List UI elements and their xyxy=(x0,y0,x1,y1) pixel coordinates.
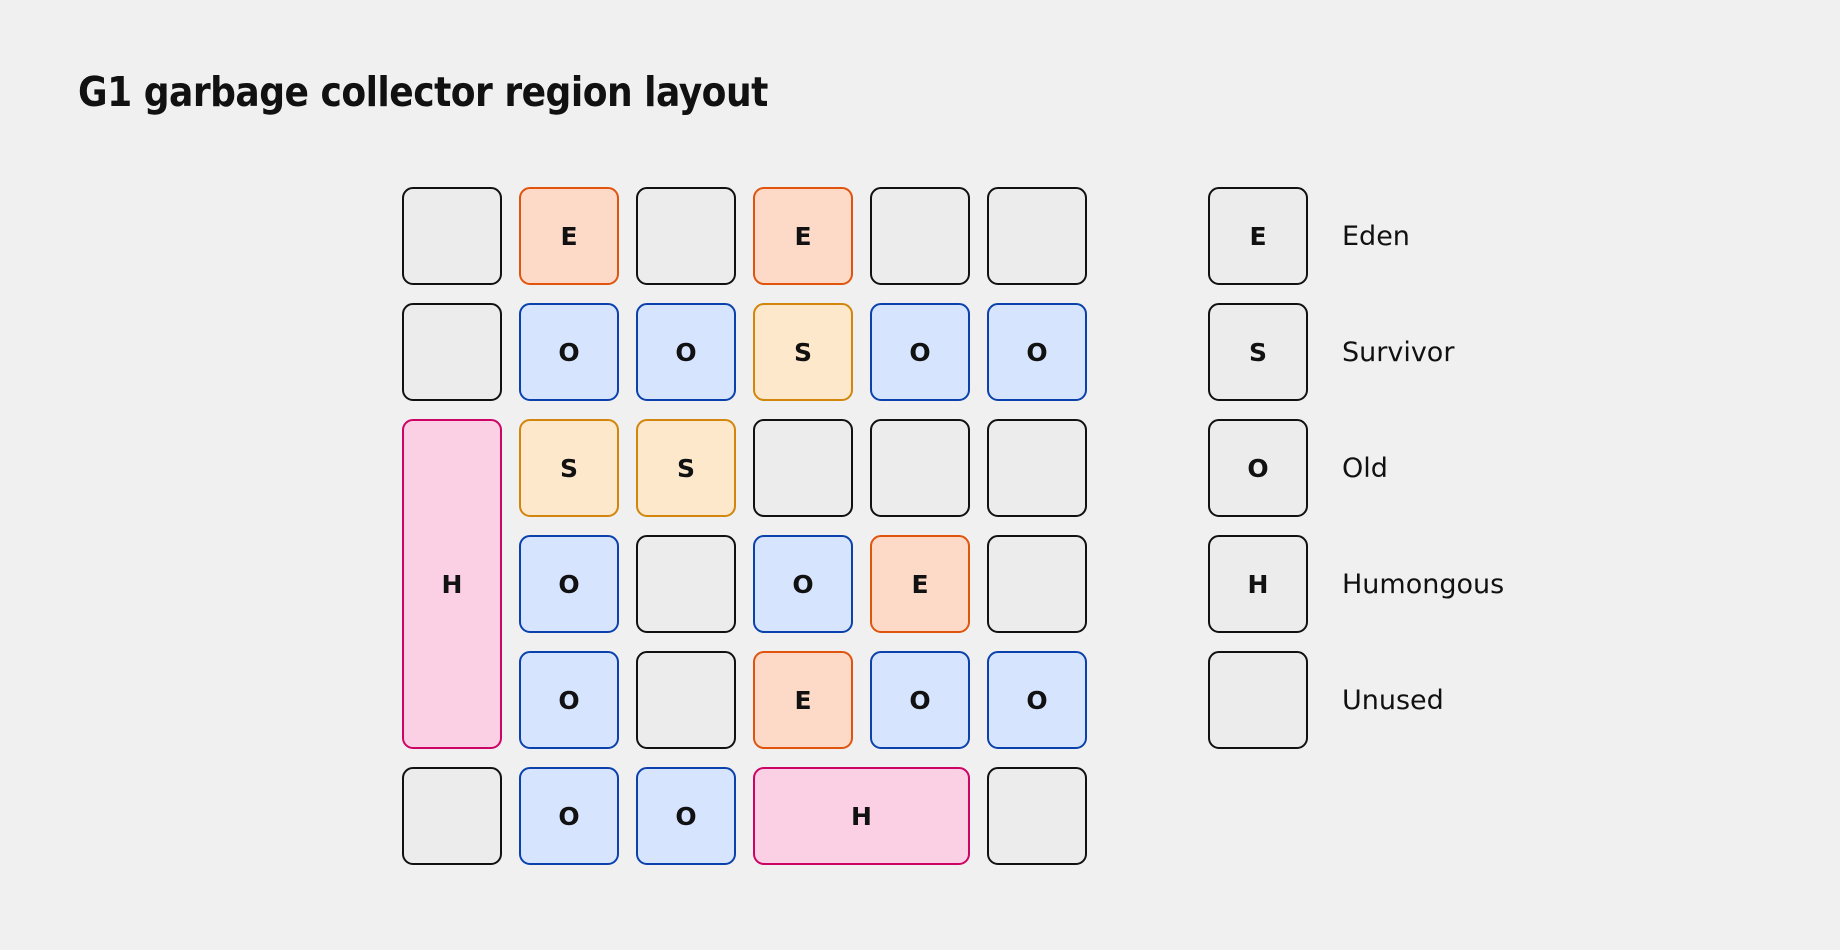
region-cell-glyph: O xyxy=(909,337,931,367)
legend-label: Old xyxy=(1342,452,1388,484)
region-cell-unused[interactable] xyxy=(987,187,1087,285)
region-cell-old[interactable]: O xyxy=(519,651,619,749)
region-cell-glyph: E xyxy=(911,569,929,599)
region-cell-unused[interactable] xyxy=(636,187,736,285)
region-cell-glyph: O xyxy=(792,569,814,599)
region-cell-survivor[interactable]: S xyxy=(753,303,853,401)
legend-swatch-glyph: O xyxy=(1247,453,1269,483)
legend-item-eden[interactable]: E Eden xyxy=(1208,187,1504,285)
region-cell-glyph: O xyxy=(675,801,697,831)
legend-label: Eden xyxy=(1342,220,1410,252)
region-cell-unused[interactable] xyxy=(987,535,1087,633)
region-cell-old[interactable]: O xyxy=(987,651,1087,749)
region-cell-glyph: H xyxy=(851,801,872,831)
legend-item-survivor[interactable]: S Survivor xyxy=(1208,303,1504,401)
region-cell-unused[interactable] xyxy=(987,767,1087,865)
legend-swatch-humongous: H xyxy=(1208,535,1308,633)
region-cell-old[interactable]: O xyxy=(519,535,619,633)
region-cell-old[interactable]: O xyxy=(987,303,1087,401)
region-cell-unused[interactable] xyxy=(870,187,970,285)
legend-swatch-unused xyxy=(1208,651,1308,749)
legend-label: Unused xyxy=(1342,684,1444,716)
region-cell-glyph: S xyxy=(559,453,578,483)
region-cell-eden[interactable]: E xyxy=(753,651,853,749)
region-cell-unused[interactable] xyxy=(402,187,502,285)
region-cell-old[interactable]: O xyxy=(519,767,619,865)
region-cell-glyph: O xyxy=(558,801,580,831)
region-cell-old[interactable]: O xyxy=(519,303,619,401)
region-cell-unused[interactable] xyxy=(753,419,853,517)
legend-item-old[interactable]: O Old xyxy=(1208,419,1504,517)
region-cell-glyph: O xyxy=(1026,685,1048,715)
region-cell-glyph: O xyxy=(558,337,580,367)
region-cell-glyph: S xyxy=(676,453,695,483)
legend-swatch-eden: E xyxy=(1208,187,1308,285)
region-cell-old[interactable]: O xyxy=(870,303,970,401)
legend-swatch-glyph: S xyxy=(1248,337,1267,367)
legend-swatch-survivor: S xyxy=(1208,303,1308,401)
region-cell-glyph: O xyxy=(909,685,931,715)
page-title: G1 garbage collector region layout xyxy=(78,68,768,116)
region-cell-eden[interactable]: E xyxy=(519,187,619,285)
region-cell-eden[interactable]: E xyxy=(870,535,970,633)
region-cell-survivor[interactable]: S xyxy=(519,419,619,517)
region-cell-old[interactable]: O xyxy=(753,535,853,633)
region-cell-glyph: S xyxy=(793,337,812,367)
region-cell-unused[interactable] xyxy=(636,651,736,749)
region-cell-old[interactable]: O xyxy=(870,651,970,749)
region-cell-unused[interactable] xyxy=(870,419,970,517)
legend-swatch-glyph: H xyxy=(1247,569,1269,599)
region-cell-old[interactable]: O xyxy=(636,303,736,401)
region-cell-humongous[interactable]: H xyxy=(402,419,502,749)
region-cell-glyph: E xyxy=(560,221,578,251)
region-cell-eden[interactable]: E xyxy=(753,187,853,285)
region-grid: E E O O S O O H S S O O E O E O O O O H xyxy=(402,187,1087,865)
region-cell-glyph: O xyxy=(558,685,580,715)
region-cell-glyph: E xyxy=(794,685,812,715)
region-cell-unused[interactable] xyxy=(402,303,502,401)
region-cell-unused[interactable] xyxy=(987,419,1087,517)
region-cell-humongous[interactable]: H xyxy=(753,767,970,865)
region-cell-glyph: O xyxy=(1026,337,1048,367)
region-cell-unused[interactable] xyxy=(636,535,736,633)
region-cell-old[interactable]: O xyxy=(636,767,736,865)
region-cell-glyph: E xyxy=(794,221,812,251)
region-cell-unused[interactable] xyxy=(402,767,502,865)
legend-swatch-old: O xyxy=(1208,419,1308,517)
region-cell-glyph: H xyxy=(441,569,463,599)
region-cell-glyph: O xyxy=(558,569,580,599)
legend-label: Survivor xyxy=(1342,336,1455,368)
legend-swatch-glyph: E xyxy=(1249,221,1267,251)
legend-item-unused[interactable]: Unused xyxy=(1208,651,1504,749)
legend-item-humongous[interactable]: H Humongous xyxy=(1208,535,1504,633)
legend-label: Humongous xyxy=(1342,568,1505,600)
region-cell-glyph: O xyxy=(675,337,697,367)
region-cell-survivor[interactable]: S xyxy=(636,419,736,517)
